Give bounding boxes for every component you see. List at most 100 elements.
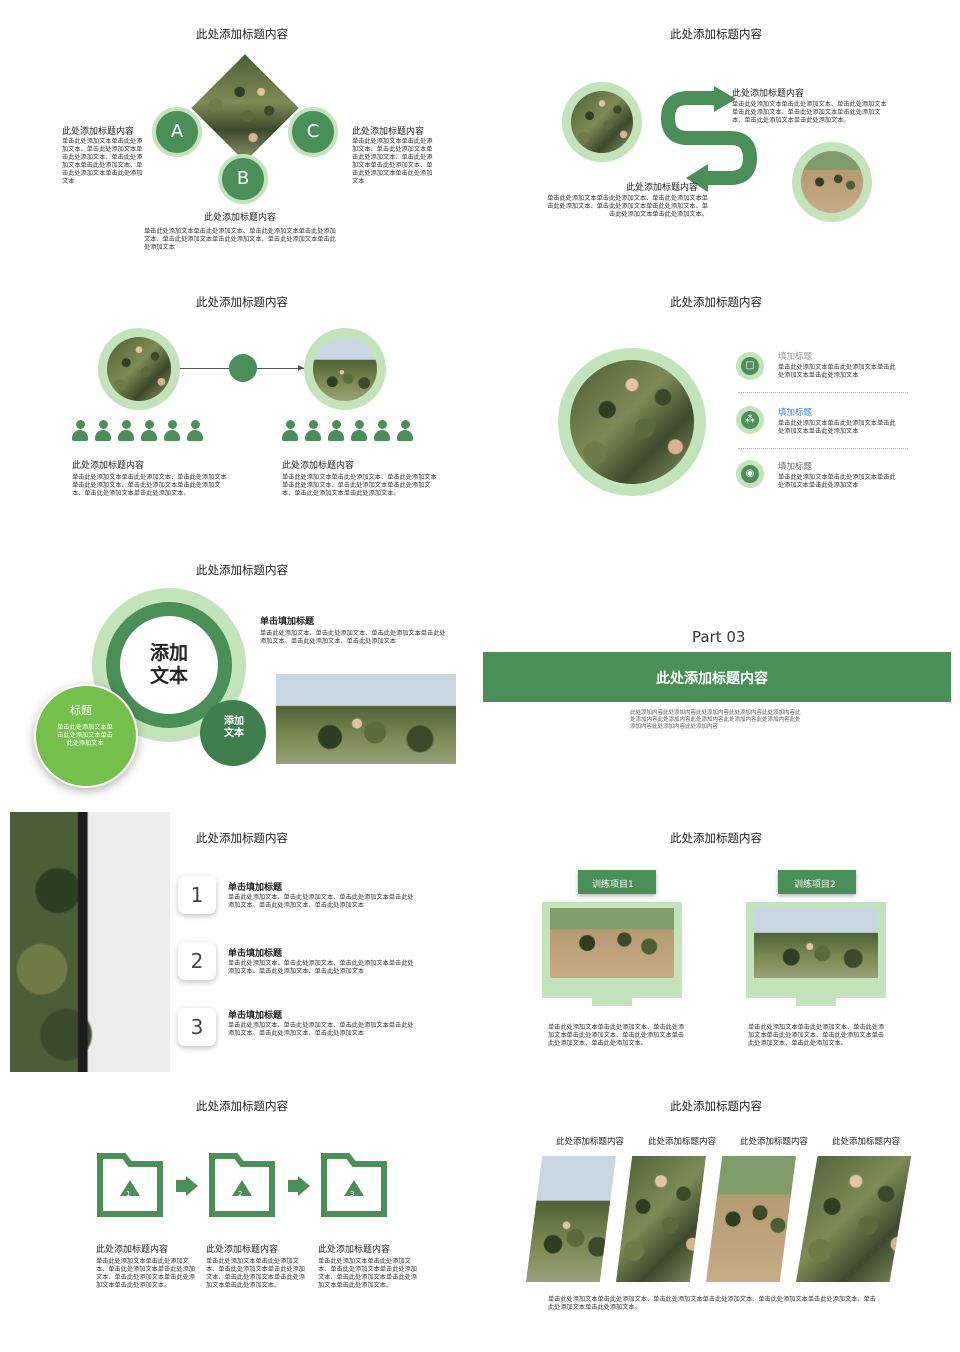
slide-title: 此处添加标题内容 bbox=[670, 1099, 762, 1113]
slide-title: 此处添加标题内容 bbox=[670, 831, 762, 845]
center-dot bbox=[229, 354, 257, 382]
person-icon bbox=[187, 420, 203, 442]
right-text: 单击此处添加文本单击此处添加文本、单击此处添加文本单击此处添加文本、单击此处添加… bbox=[282, 474, 437, 497]
item-2-text: 单击此处添加文本单击此处添加文本、单击此处添加文本单击此处添加文本、单击此处添加… bbox=[748, 1024, 885, 1047]
left-green-circle bbox=[34, 684, 138, 788]
slide-1: 此处添加标题内容 A B C 此处添加标题内容 单击此处添加文本单击此处添加文本… bbox=[0, 0, 480, 268]
photo-1-heading: 此处添加标题内容 bbox=[556, 1137, 625, 1147]
item-1-heading: 此处添加标题内容 bbox=[96, 1245, 169, 1255]
folder-icon-2 bbox=[209, 1153, 275, 1217]
diamond-photo bbox=[191, 54, 299, 162]
circle-photo bbox=[570, 360, 694, 484]
item-3-text: 单击此处添加文本单击此处添加文本、单击此处添加文本单击此处添加文本、单击此处添加… bbox=[318, 1258, 417, 1289]
slanted-photo-1 bbox=[526, 1156, 616, 1282]
arrow-shaft-1 bbox=[176, 1180, 186, 1192]
bulb-icon: ◉ bbox=[741, 465, 759, 483]
label-tab-2 bbox=[778, 870, 856, 894]
circle-c: C bbox=[288, 107, 338, 157]
arrow-shaft-2 bbox=[288, 1180, 298, 1192]
center-text: 添加文本 bbox=[149, 642, 188, 687]
top-text: 单击此处添加文本单击此处添加文本、单击此处添加文本单击此处添加文本、单击此处添加… bbox=[732, 101, 887, 124]
photo-2-heading: 此处添加标题内容 bbox=[648, 1137, 717, 1147]
slide-9: 此处添加标题内容 1 2 3 此处添加标题内容 单击此处添加文本单击此处添加文本… bbox=[0, 1072, 480, 1340]
person-icon bbox=[282, 420, 298, 442]
inner-circle bbox=[120, 616, 218, 714]
slide-title: 此处添加标题内容 bbox=[196, 295, 288, 309]
arrow-head-icon bbox=[298, 365, 304, 371]
slide-title: 此处添加标题内容 bbox=[670, 27, 762, 41]
slide-title: 此处添加标题内容 bbox=[196, 563, 288, 577]
item-2-label: 填加标题 bbox=[778, 408, 813, 418]
person-icon bbox=[164, 420, 180, 442]
left-heading: 此处添加标题内容 bbox=[62, 127, 135, 137]
item-2-heading: 此处添加标题内容 bbox=[206, 1245, 279, 1255]
item-2-text: 单击此处添加文本单击此处添加文本单击此处添加文本单击此处添加文本 bbox=[778, 420, 896, 435]
person-icon bbox=[351, 420, 367, 442]
slanted-photo-2 bbox=[616, 1156, 706, 1282]
slanted-photo-3 bbox=[706, 1156, 796, 1282]
folder-icon-1 bbox=[97, 1153, 163, 1217]
letter-c: C bbox=[306, 121, 320, 142]
item-2-text: 单击此处添加文本、单击此处添加文本、单击此处添加文本单击此处添加文本、单击此处添… bbox=[228, 960, 414, 975]
s-arrow-icon bbox=[660, 86, 758, 192]
slide-title: 此处添加标题内容 bbox=[196, 1099, 288, 1113]
item-2-text: 单击此处添加文本单击此处添加文本、单击此处添加文本单击此处添加文本、单击此处添加… bbox=[206, 1258, 305, 1289]
slide-6: Part 03 此处添加标题内容 此处添加内容此处添加内容此处添加内容此处添加内… bbox=[480, 536, 960, 804]
slide-3: 此处添加标题内容 此处添加标题内容 单击此处添加文本单击此处添加文本、单击此处添… bbox=[0, 268, 480, 536]
top-heading: 此处添加标题内容 bbox=[732, 89, 805, 99]
slide-2: 此处添加标题内容 此处添加标题内容 单击此处添加文本单击此处添加文本、单击此处添… bbox=[480, 0, 960, 268]
mid-text: 单击此处添加文本单击此处添加文本、单击此处添加文本单击此处添加文本、单击此处添加… bbox=[547, 195, 708, 218]
photo-4-heading: 此处添加标题内容 bbox=[832, 1137, 901, 1147]
part-text: 此处添加内容此处添加内容此处添加内容此处添加内容此处添加内容此处添加内容此处添加… bbox=[630, 710, 801, 730]
training-photo bbox=[276, 674, 456, 764]
label-tab-1 bbox=[578, 870, 656, 894]
arrow-right-icon bbox=[298, 1176, 310, 1196]
slide-8: 此处添加标题内容 训练项目1 单击此处添加文本单击此处添加文本、单击此处添加文本… bbox=[480, 804, 960, 1072]
folder-1-number: 1 bbox=[126, 1190, 131, 1198]
monitor-2-stand bbox=[796, 998, 836, 1006]
heading: 单击填加标题 bbox=[260, 617, 315, 627]
slide-title: 此处添加标题内容 bbox=[196, 27, 288, 41]
item-3-text: 单击此处添加文本、单击此处添加文本、单击此处添加文本单击此处添加文本、单击此处添… bbox=[228, 1022, 414, 1037]
monitor-1-stand bbox=[592, 998, 632, 1006]
person-icon bbox=[374, 420, 390, 442]
body-text: 单击此处添加文本、单击此处添加文本、单击此处添加文本单击此处添加文本、单击此处添… bbox=[260, 630, 446, 645]
circle-b: B bbox=[218, 154, 268, 204]
item-1-text: 单击此处添加文本单击此处添加文本、单击此处添加文本单击此处添加文本、单击此处添加… bbox=[96, 1258, 195, 1289]
small-circle-text: 添加文本 bbox=[224, 716, 244, 739]
circle-photo-left bbox=[571, 91, 633, 153]
item-1-text: 单击此处添加文本、单击此处添加文本、单击此处添加文本单击此处添加文本、单击此处添… bbox=[228, 894, 414, 909]
item-2-heading: 单击填加标题 bbox=[228, 949, 283, 959]
person-icon bbox=[328, 420, 344, 442]
circle-photo-left bbox=[107, 337, 171, 401]
slide-10: 此处添加标题内容 此处添加标题内容 此处添加标题内容 此处添加标题内容 此处添加… bbox=[480, 1072, 960, 1340]
bottom-text: 单击此处添加文本单击此处添加文本、单击此处添加文本单击此处添加文本、单击此处添加… bbox=[548, 1296, 876, 1311]
item-3-text: 单击此处添加文本单击此处添加文本单击此处添加文本单击此处添加文本 bbox=[778, 474, 896, 489]
person-icon bbox=[305, 420, 321, 442]
bottom-text: 单击此处添加文本单击此处添加文本、单击此处添加文本单击此处添加文本、单击此处添加… bbox=[144, 228, 336, 251]
left-text: 单击此处添加文本单击此处添加文本单击此处添加文本 bbox=[57, 724, 113, 747]
right-text: 单击此处添加文本单击此处添加文本、单击此处添加文本单击此处添加文本、单击此处添加… bbox=[352, 138, 433, 185]
person-icon bbox=[141, 420, 157, 442]
person-icon bbox=[397, 420, 413, 442]
folder-icon-3 bbox=[321, 1153, 387, 1217]
letter-a: A bbox=[170, 121, 184, 142]
title-banner bbox=[483, 652, 951, 702]
number-box-2: 2 bbox=[178, 942, 216, 980]
circle-photo-right bbox=[801, 151, 863, 213]
item-3-label: 填加标题 bbox=[778, 462, 813, 472]
bottom-heading: 此处添加标题内容 bbox=[204, 213, 277, 223]
circle-photo-right bbox=[313, 337, 377, 401]
right-heading: 此处添加标题内容 bbox=[352, 127, 425, 137]
number-box-1: 1 bbox=[178, 876, 216, 914]
person-icon bbox=[95, 420, 111, 442]
person-icon bbox=[72, 420, 88, 442]
divider bbox=[738, 448, 908, 449]
slide-5: 此处添加标题内容 添加文本 标题 单击此处添加文本单击此处添加文本单击此处添加文… bbox=[0, 536, 480, 804]
letter-b: B bbox=[236, 168, 250, 189]
left-title: 标题 bbox=[70, 704, 92, 717]
folder-3-number: 3 bbox=[350, 1190, 355, 1198]
label-2: 训练项目2 bbox=[794, 880, 836, 890]
photo-3-heading: 此处添加标题内容 bbox=[740, 1137, 809, 1147]
number-box-3: 3 bbox=[178, 1008, 216, 1046]
